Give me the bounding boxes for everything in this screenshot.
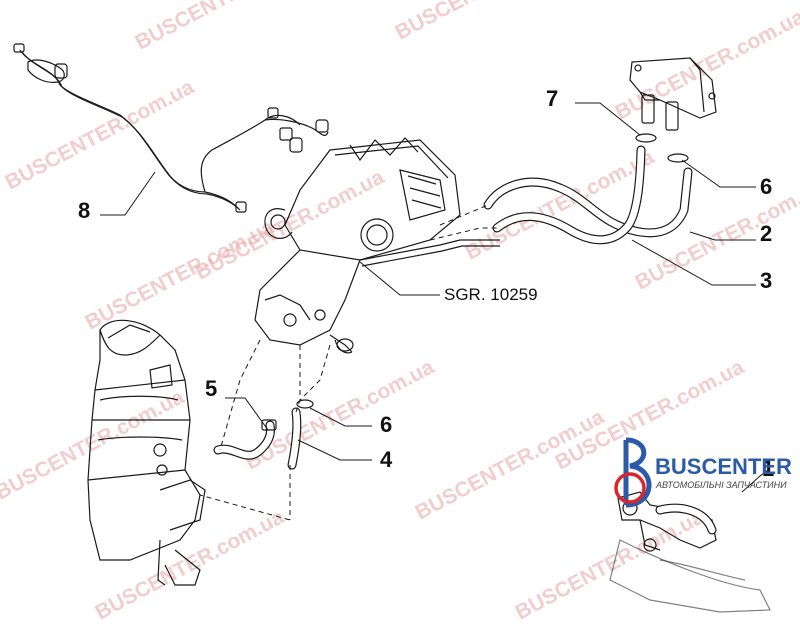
brand-logo: BUSCENTER АВТОМОБІЛЬНІ ЗАПЧАСТИНИ: [614, 437, 792, 508]
wiring-harness: [13, 43, 329, 213]
particulate-filter: [87, 319, 206, 586]
watermark-text: BUSCENTER.com.ua: [132, 0, 329, 54]
assembly-lines: [184, 204, 497, 521]
egr-module: [254, 137, 500, 354]
watermark-text: BUSCENTER.com.ua: [392, 0, 589, 44]
callout-6-upper: 6: [760, 174, 772, 199]
brand-name: BUSCENTER: [655, 454, 792, 479]
callout-6-lower: 6: [380, 412, 392, 437]
callout-3: 3: [760, 268, 772, 293]
leader-lines: [100, 102, 769, 493]
callout-4: 4: [380, 447, 393, 472]
hose-5: [213, 419, 277, 460]
pressure-sensor: [629, 57, 717, 163]
callout-8: 8: [78, 198, 90, 223]
watermark-text: BUSCENTER.com.ua: [192, 165, 389, 284]
brand-b-icon: [623, 437, 652, 508]
callout-1: 1: [762, 456, 774, 481]
brand-ring-icon: [614, 472, 646, 504]
watermark-text: BUSCENTER.com.ua: [612, 5, 800, 124]
callouts: 8 7 6 2 3 5 6 4 1 SGR. 10259: [78, 86, 774, 481]
watermark-text: BUSCENTER.com.ua: [512, 505, 709, 624]
callout-2: 2: [760, 221, 772, 246]
watermark-text: BUSCENTER.com.ua: [2, 75, 199, 194]
watermark-text: BUSCENTER.com.ua: [242, 355, 439, 474]
hose-upper: [483, 167, 693, 238]
brand-tagline: АВТОМОБІЛЬНІ ЗАПЧАСТИНИ: [655, 480, 787, 490]
inset-part-1: [609, 491, 771, 613]
hose-4: [287, 399, 314, 470]
callout-7: 7: [546, 86, 558, 111]
callout-5: 5: [205, 376, 217, 401]
hose-lower: [492, 145, 646, 245]
reference-label: SGR. 10259: [444, 285, 538, 304]
